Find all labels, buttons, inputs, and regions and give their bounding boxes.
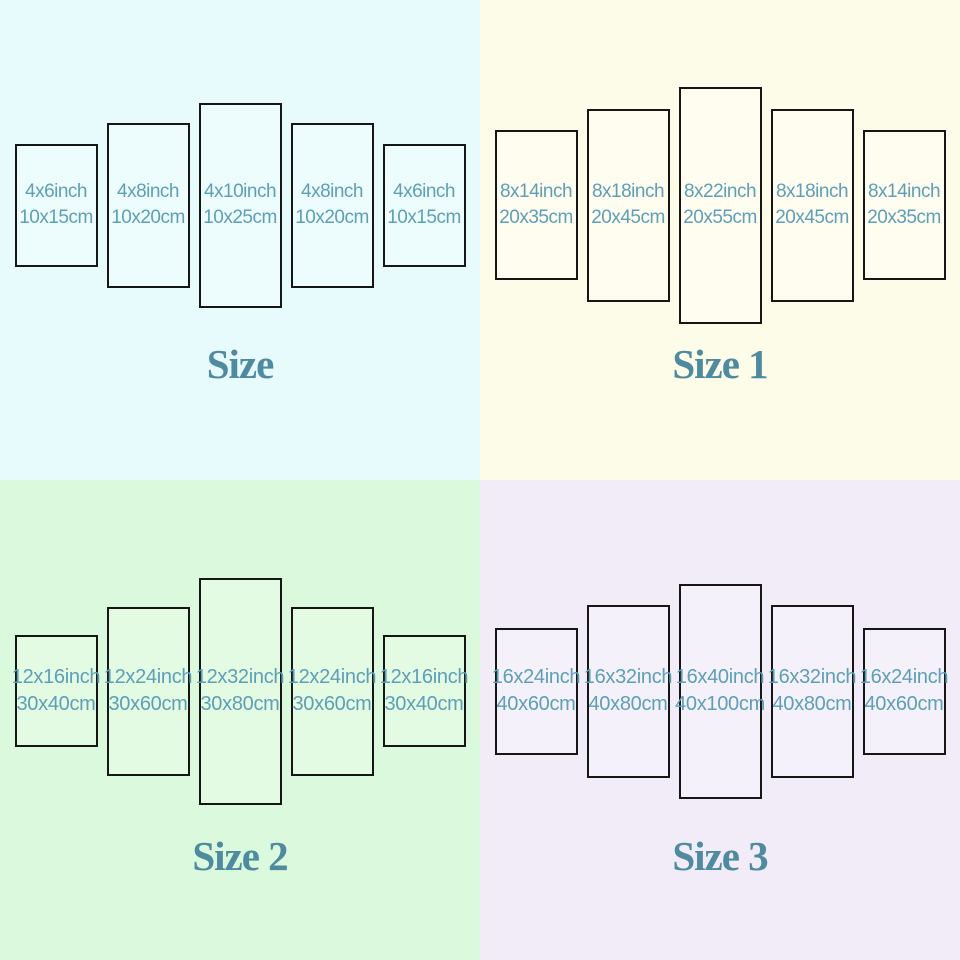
panel-inch-label: 16x24inch	[491, 666, 581, 688]
canvas-panel: 4x10inch 10x25cm	[198, 102, 282, 308]
panel-cm-label: 40x80cm	[588, 693, 668, 715]
panel-inch-label: 8x14inch	[499, 181, 573, 202]
panel-inch-label: 12x16inch	[11, 666, 101, 688]
panel-cm-label: 10x20cm	[111, 207, 185, 228]
canvas-panel: 4x6inch 10x15cm	[14, 143, 98, 267]
panel-row: 16x24inch 40x60cm 16x32inch 40x80cm 16x4…	[480, 480, 960, 902]
canvas-panel: 12x24inch 30x60cm	[103, 606, 193, 776]
panel-inch-label: 8x22inch	[683, 181, 757, 202]
canvas-panel: 16x32inch 40x80cm	[767, 604, 857, 778]
panel-cm-label: 10x20cm	[295, 207, 369, 228]
panel-row: 8x14inch 20x35cm 8x18inch 20x45cm 8x22in…	[480, 0, 960, 410]
panel-inch-label: 12x24inch	[103, 666, 193, 688]
panel-cm-label: 40x80cm	[772, 693, 852, 715]
panel-inch-label: 8x18inch	[591, 181, 665, 202]
size-chart-quadrant-size-3: 16x24inch 40x60cm 16x32inch 40x80cm 16x4…	[480, 480, 960, 960]
panel-inch-label: 16x32inch	[583, 666, 673, 688]
canvas-panel: 12x32inch 30x80cm	[195, 577, 285, 805]
canvas-panel: 12x16inch 30x40cm	[379, 635, 469, 747]
panel-inch-label: 12x16inch	[379, 666, 469, 688]
panel-row: 12x16inch 30x40cm 12x24inch 30x60cm 12x3…	[0, 480, 480, 902]
panel-cm-label: 10x15cm	[19, 207, 93, 228]
panel-inch-label: 16x40inch	[675, 666, 765, 688]
panel-cm-label: 20x45cm	[591, 207, 665, 228]
quadrant-title: Size 3	[672, 833, 768, 879]
panel-cm-label: 30x80cm	[200, 693, 280, 715]
panel-inch-label: 16x32inch	[767, 666, 857, 688]
panel-cm-label: 10x15cm	[387, 207, 461, 228]
panel-cm-label: 10x25cm	[203, 207, 277, 228]
panel-inch-label: 4x6inch	[25, 181, 88, 202]
panel-inch-label: 12x24inch	[287, 666, 377, 688]
canvas-panel: 16x24inch 40x60cm	[491, 627, 581, 755]
canvas-panel: 8x22inch 20x55cm	[678, 86, 762, 324]
panel-cm-label: 30x60cm	[292, 693, 372, 715]
canvas-panel: 4x6inch 10x15cm	[382, 143, 466, 267]
canvas-panel: 4x8inch 10x20cm	[290, 122, 374, 288]
panel-cm-label: 20x45cm	[775, 207, 849, 228]
panel-inch-label: 16x24inch	[859, 666, 949, 688]
size-chart-quadrant-size-1: 8x14inch 20x35cm 8x18inch 20x45cm 8x22in…	[480, 0, 960, 480]
canvas-panel: 8x18inch 20x45cm	[586, 108, 670, 302]
panel-inch-label: 12x32inch	[195, 666, 285, 688]
panel-inch-label: 8x18inch	[775, 181, 849, 202]
canvas-panel: 12x24inch 30x60cm	[287, 606, 377, 776]
panel-cm-label: 30x40cm	[384, 693, 464, 715]
panel-cm-label: 20x55cm	[683, 207, 757, 228]
canvas-panel: 8x18inch 20x45cm	[770, 108, 854, 302]
panel-inch-label: 4x6inch	[393, 181, 456, 202]
quadrant-title: Size	[206, 341, 275, 387]
panel-cm-label: 30x60cm	[108, 693, 188, 715]
panel-cm-label: 20x35cm	[867, 207, 941, 228]
panel-inch-label: 4x8inch	[301, 181, 364, 202]
canvas-panel: 16x40inch 40x100cm	[675, 583, 765, 799]
canvas-panel: 4x8inch 10x20cm	[106, 122, 190, 288]
panel-inch-label: 4x8inch	[117, 181, 180, 202]
quadrant-title: Size 1	[672, 341, 768, 387]
panel-row: 4x6inch 10x15cm 4x8inch 10x20cm 4x10inch…	[0, 0, 480, 410]
panel-cm-label: 20x35cm	[499, 207, 573, 228]
size-chart-quadrant-size: 4x6inch 10x15cm 4x8inch 10x20cm 4x10inch…	[0, 0, 480, 480]
canvas-panel: 16x24inch 40x60cm	[859, 627, 949, 755]
canvas-panel: 12x16inch 30x40cm	[11, 635, 101, 747]
panel-cm-label: 40x60cm	[496, 693, 576, 715]
panel-cm-label: 30x40cm	[16, 693, 96, 715]
canvas-panel: 8x14inch 20x35cm	[862, 130, 946, 280]
size-chart-quadrant-size-2: 12x16inch 30x40cm 12x24inch 30x60cm 12x3…	[0, 480, 480, 960]
panel-cm-label: 40x60cm	[864, 693, 944, 715]
panel-inch-label: 4x10inch	[203, 181, 277, 202]
panel-cm-label: 40x100cm	[675, 693, 765, 715]
canvas-panel: 16x32inch 40x80cm	[583, 604, 673, 778]
canvas-panel: 8x14inch 20x35cm	[494, 130, 578, 280]
panel-inch-label: 8x14inch	[867, 181, 941, 202]
quadrant-title: Size 2	[192, 833, 288, 879]
